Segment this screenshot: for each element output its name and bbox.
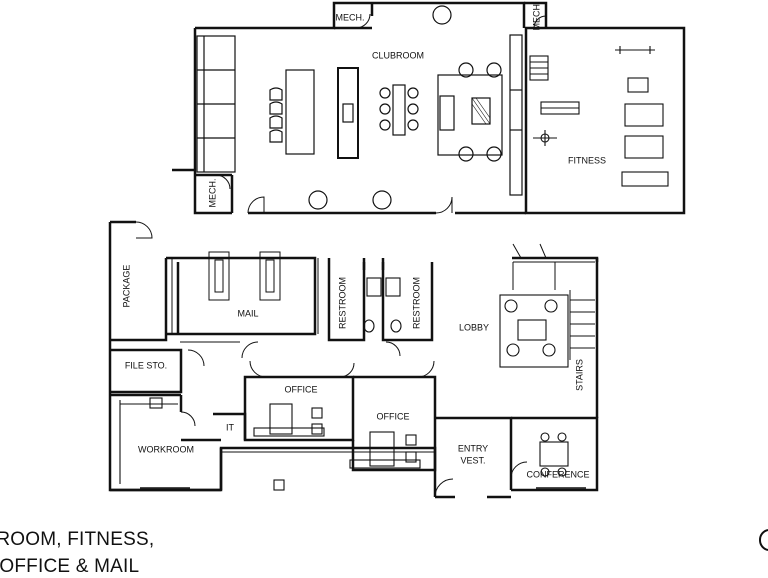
- room-label-stairs: STAIRS: [574, 359, 584, 391]
- room-label-office-2: OFFICE: [377, 411, 410, 421]
- lower-furniture: [119, 277, 586, 491]
- room-label-entry-vest-line1: ENTRY: [458, 443, 488, 453]
- lower-thin-walls: [171, 251, 595, 453]
- room-label-mail: MAIL: [237, 308, 258, 318]
- room-label-it: IT: [226, 422, 235, 432]
- room-label-restroom-2: RESTROOM: [411, 277, 421, 329]
- caption-line-1: S ROOM, FITNESS,: [0, 529, 155, 550]
- upper-wing-walls: [172, 1, 686, 215]
- room-label-package: PACKAGE: [121, 265, 131, 308]
- lower-building-walls: [108, 220, 599, 499]
- room-label-mech-top: MECH.: [336, 12, 365, 22]
- room-label-mech-right: MECH.: [531, 2, 541, 31]
- room-label-workroom: WORKROOM: [138, 444, 194, 454]
- fitness-equipment: [529, 46, 669, 187]
- clubroom-furniture: [196, 5, 523, 210]
- room-label-clubroom: CLUBROOM: [372, 50, 424, 60]
- room-label-fitness: FITNESS: [568, 155, 606, 165]
- room-label-file-storage: FILE STO.: [125, 360, 167, 370]
- room-label-lobby: LOBBY: [459, 322, 489, 332]
- room-labels: MECH. MECH. MECH. CLUBROOM FITNESS PACKA…: [121, 2, 606, 480]
- caption-line-2: Y, OFFICE & MAIL: [0, 556, 140, 577]
- room-label-entry-vest-line2: VEST.: [460, 455, 485, 465]
- upper-door-swings: [215, 13, 547, 214]
- room-label-mech-left: MECH.: [207, 179, 217, 208]
- lower-door-swings: [135, 221, 547, 498]
- room-label-office-1: OFFICE: [285, 384, 318, 394]
- room-label-conference: CONFERENCE: [526, 469, 589, 479]
- compass-icon: [758, 529, 768, 551]
- room-label-restroom-1: RESTROOM: [337, 277, 347, 329]
